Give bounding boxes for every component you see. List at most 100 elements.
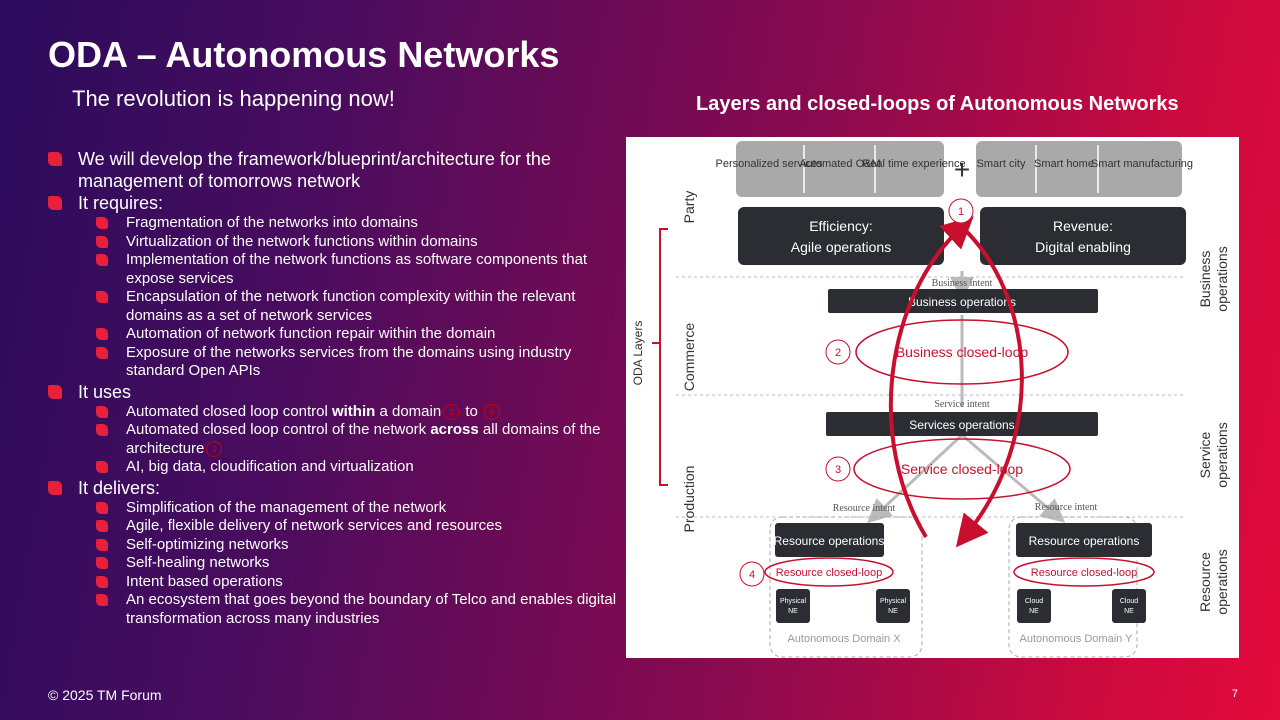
cloud-ne-1 [1017,589,1051,623]
diagram-title: Layers and closed-loops of Autonomous Ne… [696,93,1179,115]
page-subtitle: The revolution is happening now! [72,86,395,111]
sub-bullet-text: Agile, flexible delivery of network serv… [126,517,503,534]
sub-bullet-item: An ecosystem that goes beyond the bounda… [48,591,628,628]
resource-intent-y: Resource intent [1035,502,1098,513]
sub-bullet-marker-icon [96,217,108,229]
sub-bullet-marker-icon [96,538,108,551]
page-title: ODA – Autonomous Networks [48,34,560,75]
loop-number-4: 4 [749,569,755,581]
value-smart-home: Smart home [1034,158,1094,170]
sub-bullet-marker-icon [96,346,108,359]
bullet-text: It delivers: [78,477,161,498]
loop-number-3: 3 [835,464,841,476]
sub-bullet-text: Exposure of the networks services from t… [126,343,572,380]
layer-production: Production [681,466,697,533]
sub-bullet-text: Self-optimizing networks [126,535,289,553]
revenue-title: Revenue: [1053,218,1113,234]
global-loop-up-arrow [888,216,974,539]
sub-bullet-item: AI, big data, cloudification and virtual… [48,458,628,477]
sub-bullet-text: Fragmentation of the networks into domai… [126,214,418,231]
sub-bullet-marker-icon [96,424,108,436]
bullet-text: It uses [78,381,132,402]
business-loop-label: Business closed-loop [896,344,1029,360]
bullet-item: We will develop the framework/blueprint/… [48,148,628,192]
sub-bullet-text: Implementation of the network functions … [126,251,588,287]
physical-ne-2-label: Physical [880,598,907,605]
sub-bullet-marker-icon [96,235,108,248]
loop-number-1: 1 [958,206,964,218]
sub-bullet-item: Automation of network function repair wi… [48,325,628,344]
value-personalized-1: Personalized services [716,158,823,170]
physical-ne-1-sub: NE [788,608,798,615]
sub-bullet-bold: across [430,421,479,438]
sub-bullet-text: Self-healing networks [126,554,270,571]
sub-bullet-text: Automated closed loop control [126,402,332,420]
bullet-marker-icon [48,152,62,166]
layer-party: Party [681,191,697,224]
sub-bullet-text: Automation of network function repair wi… [126,325,496,342]
sub-bullet-marker-icon [96,520,108,532]
cloud-ne-1-sub: NE [1029,608,1039,615]
value-realtime-1: Real time experience [862,158,965,170]
sub-bullet-item: Implementation of the network functions … [48,251,628,288]
loop-number-2: 2 [835,347,841,359]
sub-bullet-marker-icon [96,461,108,473]
sub-bullet-item: Fragmentation of the networks into domai… [48,214,628,233]
cloud-ne-2-label: Cloud [1120,598,1138,605]
resource-ops-x-bar [775,523,884,557]
sub-bullet-item: Self-healing networks [48,554,628,573]
domain-y-label: Autonomous Domain Y [1020,633,1134,645]
sub-bullet-text-mid: to [461,402,483,420]
side-service-1: Service [1197,431,1213,478]
physical-ne-1-label: Physical [780,598,807,605]
autonomous-networks-diagram: Personalized services Automated O&M Real… [626,137,1239,658]
cloud-ne-1-label: Cloud [1025,598,1043,605]
sub-bullet-text-post: a domain [375,402,442,420]
efficiency-subtitle: Agile operations [791,239,891,255]
business-operations-label: Business operations [908,295,1016,309]
bullet-item: It requires: [48,192,628,214]
service-loop-label: Service closed-loop [901,461,1023,477]
revenue-box [980,207,1186,265]
bullet-marker-icon [48,384,62,399]
sub-bullet-bold: within [331,402,376,420]
sub-bullet-text-post: all domains of the architecture [126,421,601,457]
value-smart-city: Smart city [977,158,1026,170]
sub-bullet-item: Intent based operations [48,573,628,592]
loop-ref-badge: 4 [484,403,501,420]
bullet-item: It uses [48,381,628,403]
cloud-ne-2 [1112,589,1146,623]
bullet-text: It requires: [78,193,164,213]
resource-loop-y-label: Resource closed-loop [1031,567,1137,579]
resource-loop-y [1013,557,1155,587]
sub-bullet-marker-icon [96,254,108,266]
bullet-text: We will develop the framework/blueprint/… [78,149,551,191]
sub-bullet-marker-icon [96,405,108,418]
sub-bullet-item: Exposure of the networks services from t… [48,344,628,381]
sub-bullet-item: Automated closed loop control of the net… [48,421,628,458]
sub-bullet-marker-icon [96,501,108,514]
business-intent-label: Business intent [932,278,993,289]
business-loop-ellipse [855,319,1069,385]
page-number: 7 [1231,688,1238,700]
services-operations-label: Services operations [909,418,1014,432]
service-loop-ellipse [853,438,1071,500]
physical-ne-2-sub: NE [888,608,898,615]
revenue-subtitle: Digital enabling [1035,239,1131,255]
sub-bullet-text: Virtualization of the network functions … [126,232,478,250]
sub-bullet-text: Intent based operations [126,572,283,590]
sub-bullet-marker-icon [96,328,108,340]
sub-bullet-marker-icon [96,557,108,569]
side-business-2: operations [1214,246,1230,311]
sub-bullet-text: Simplification of the management of the … [126,498,447,516]
service-intent-label: Service intent [934,399,989,410]
oda-bracket [659,228,668,486]
cloud-ne-2-sub: NE [1124,608,1134,615]
value-smart-manufacturing: Smart manufacturing [1091,158,1193,170]
side-resource-1: Resource [1197,552,1213,612]
resource-ops-x-label: Resource operations [774,534,885,548]
business-operations-bar [828,289,1098,313]
sub-bullet-text: Encapsulation of the network function co… [126,288,576,324]
sub-bullet-text: Automated closed loop control of the net… [126,421,431,438]
resource-ops-y-bar [1016,523,1152,557]
